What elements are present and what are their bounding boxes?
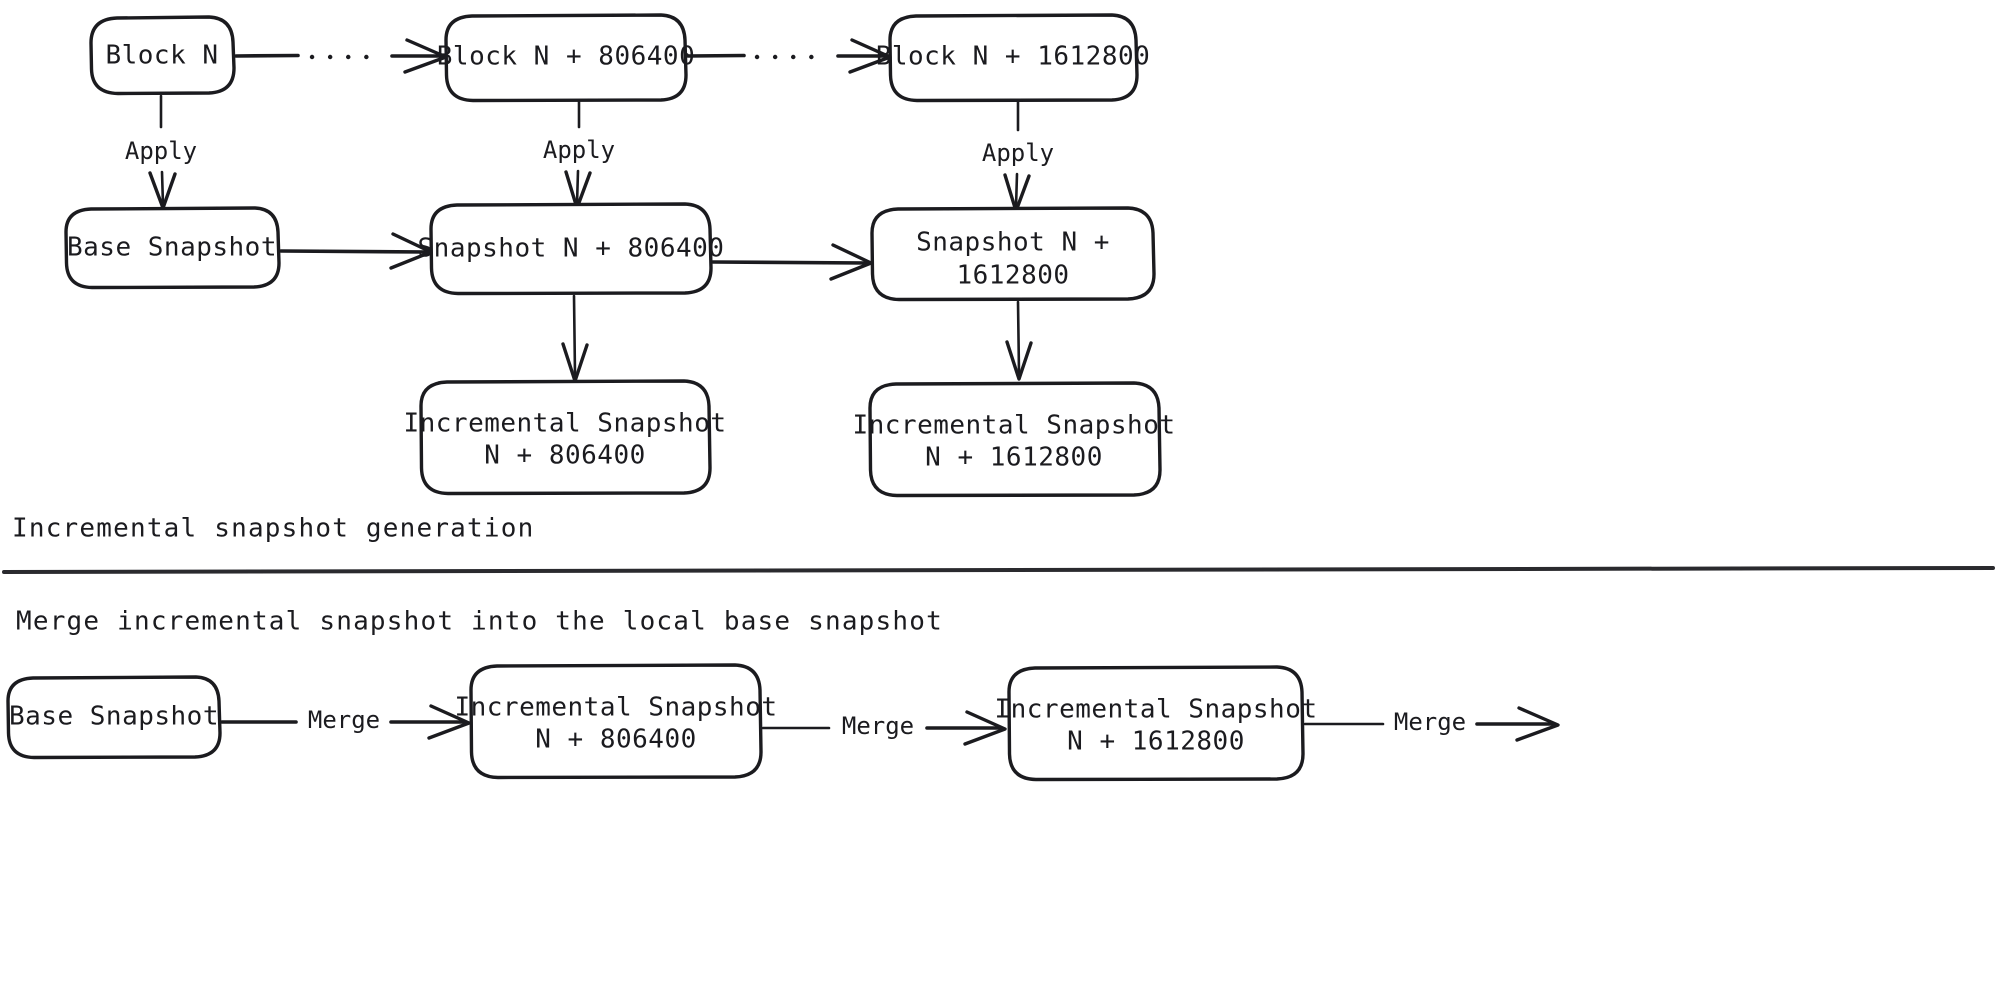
arrow-head-icon	[848, 38, 892, 74]
node-base-snapshot[interactable]: Base Snapshot	[64, 206, 281, 290]
node-incremental-806400-label-line2: N + 806400	[484, 441, 646, 471]
edge-line	[279, 249, 430, 254]
edge-line	[1016, 300, 1021, 375]
edge-apply-1: Apply	[125, 94, 197, 210]
edge-merge-1-label: Merge	[308, 706, 380, 734]
edge-snapshot-806400-to-incremental	[561, 294, 589, 383]
node-incremental-806400-shape	[419, 379, 712, 496]
node-snapshot-n-806400[interactable]: Snapshot N + 806400	[418, 202, 725, 296]
node-base-snapshot-label: Base Snapshot	[67, 233, 277, 263]
edge-merge-2-label: Merge	[842, 712, 914, 740]
node-merge-base-snapshot-shape	[6, 675, 222, 760]
node-block-n-shape	[89, 15, 236, 96]
node-block-n-806400-shape	[444, 13, 688, 103]
edge-seg-left	[686, 53, 746, 58]
node-base-snapshot-shape	[64, 206, 281, 290]
apply-2-stem-bottom	[575, 169, 580, 206]
edge-block-n-to-block-806400	[234, 38, 448, 74]
node-incremental-1612800-label-line1: Incremental Snapshot	[852, 411, 1175, 441]
node-merge-incremental-806400-label-line1: Incremental Snapshot	[454, 693, 777, 723]
edge-merge-1: Merge	[220, 704, 471, 740]
arrow-head-icon	[403, 38, 448, 74]
node-incremental-806400-label-line1: Incremental Snapshot	[403, 409, 726, 439]
node-snapshot-n-1612800-label-line1: Snapshot N +	[916, 228, 1110, 258]
node-merge-base-snapshot[interactable]: Base Snapshot	[6, 675, 222, 760]
node-block-n[interactable]: Block N	[89, 15, 236, 96]
edge-merge-3: Merge	[1303, 706, 1560, 742]
edge-snapshot-806400-to-1612800	[711, 243, 873, 281]
edge-block-806400-to-block-1612800	[686, 38, 892, 74]
node-block-n-label: Block N	[105, 41, 218, 71]
edge-line	[711, 260, 870, 265]
node-block-n-1612800-label: Block N + 1612800	[876, 42, 1151, 72]
node-merge-incremental-806400[interactable]: Incremental Snapshot N + 806400	[454, 663, 777, 780]
caption-incremental-generation: Incremental snapshot generation	[12, 514, 534, 544]
node-merge-incremental-1612800-label-line2: N + 1612800	[1067, 727, 1245, 757]
caption-merge-incremental: Merge incremental snapshot into the loca…	[16, 607, 943, 637]
edge-line	[572, 294, 577, 377]
arrow-head-icon	[1515, 706, 1560, 742]
arrow-head-icon	[427, 704, 471, 740]
arrow-head-icon	[963, 710, 1007, 746]
arrow-head-icon	[389, 232, 433, 270]
node-block-n-1612800[interactable]: Block N + 1612800	[876, 13, 1151, 103]
node-block-n-806400[interactable]: Block N + 806400	[437, 13, 695, 103]
edge-apply-3-label: Apply	[982, 139, 1054, 167]
edge-apply-3: Apply	[982, 100, 1054, 213]
apply-3-stem-bottom	[1014, 172, 1019, 209]
node-snapshot-n-806400-shape	[429, 202, 713, 296]
node-merge-incremental-806400-label-line2: N + 806400	[535, 725, 697, 755]
edge-apply-1-label: Apply	[125, 137, 197, 165]
edge-merge-3-label: Merge	[1394, 708, 1466, 736]
arrow-head-icon	[829, 243, 873, 281]
node-block-n-1612800-shape	[888, 13, 1139, 103]
node-merge-incremental-1612800-label-line1: Incremental Snapshot	[994, 695, 1317, 725]
edge-base-to-snapshot-806400	[279, 232, 433, 270]
node-snapshot-n-806400-label: Snapshot N + 806400	[418, 234, 725, 264]
node-merge-incremental-1612800-shape	[1007, 665, 1305, 782]
node-snapshot-n-1612800-label-line2: 1612800	[956, 261, 1069, 291]
edge-snapshot-1612800-to-incremental	[1005, 300, 1033, 381]
edge-apply-2: Apply	[543, 100, 615, 210]
edge-merge-2: Merge	[761, 710, 1007, 746]
arrow-head-icon	[1005, 340, 1033, 381]
node-incremental-1612800-shape	[868, 381, 1162, 498]
node-incremental-1612800[interactable]: Incremental Snapshot N + 1612800	[852, 381, 1175, 498]
section-divider	[2, 566, 1995, 574]
node-incremental-806400[interactable]: Incremental Snapshot N + 806400	[403, 379, 726, 496]
node-snapshot-n-1612800[interactable]: Snapshot N + 1612800	[870, 206, 1156, 302]
edge-seg-left	[234, 53, 300, 58]
node-incremental-1612800-label-line2: N + 1612800	[925, 443, 1103, 473]
node-block-n-806400-label: Block N + 806400	[437, 42, 695, 72]
node-merge-incremental-1612800[interactable]: Incremental Snapshot N + 1612800	[994, 665, 1317, 782]
apply-1-stem-bottom	[160, 170, 165, 207]
node-merge-base-snapshot-label: Base Snapshot	[9, 702, 219, 732]
edge-apply-2-label: Apply	[543, 136, 615, 164]
node-merge-incremental-806400-shape	[469, 663, 763, 780]
node-snapshot-n-1612800-shape	[870, 206, 1156, 302]
